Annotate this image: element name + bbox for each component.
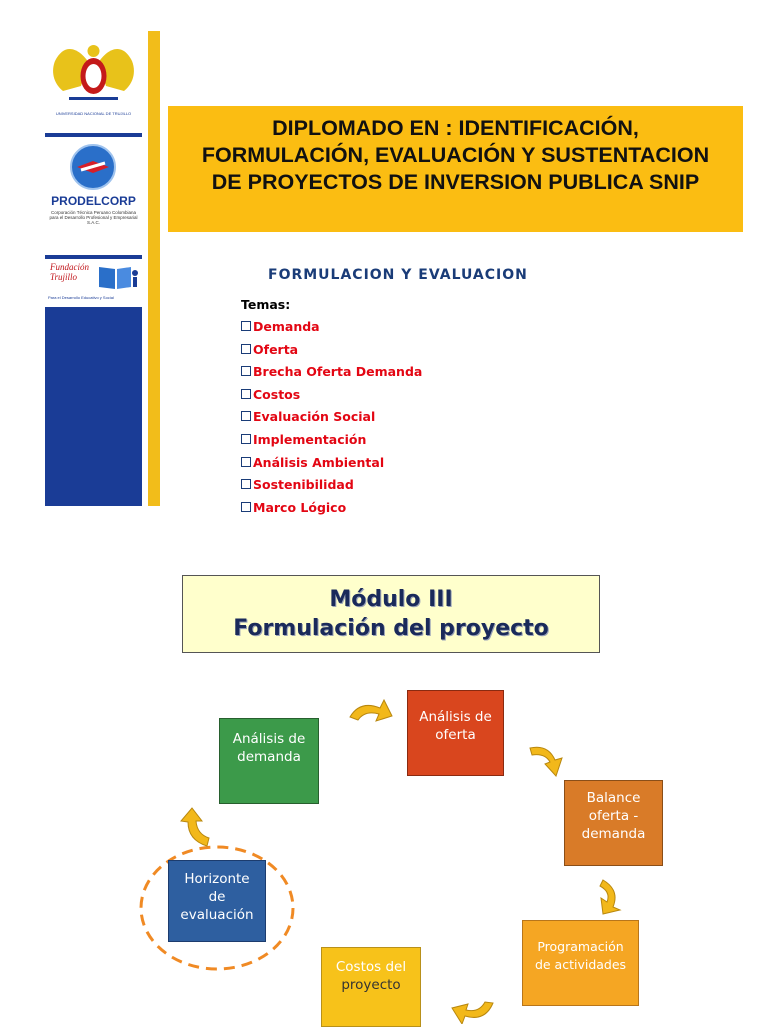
section-subtitle: FORMULACION Y EVALUACION [268,267,528,283]
modulo-number: Módulo III [329,587,453,612]
node-horizonte-evaluacion: Horizonte de evaluación [168,860,266,942]
list-item: Marco Lógico [241,500,422,523]
prodelcorp-globe-icon [70,144,116,190]
modulo-name: Formulación del proyecto [233,616,549,641]
checkbox-bullet-icon [241,321,251,331]
checkbox-bullet-icon [241,433,251,444]
dashed-highlight-circle [139,845,295,971]
list-item: Oferta [241,342,422,365]
list-item: Implementación [241,432,422,455]
checkbox-bullet-icon [241,366,251,377]
accent-strip [148,31,160,506]
curved-arrow-icon [451,1001,494,1024]
cycle-diagram-connectors [139,698,622,1024]
fundacion-description: Para el Desarrollo Educativo y Social [48,295,114,300]
title-line-2: FORMULACIÓN, EVALUACIÓN Y SUSTENTACION [201,143,710,167]
node-analisis-oferta: Análisis de oferta [407,690,504,776]
temas-list: Demanda Oferta Brecha Oferta Demanda Cos… [241,319,422,522]
fundacion-line1: Fundación [50,262,89,272]
node-balance-oferta-demanda: Balance oferta - demanda [564,780,663,866]
unt-caption: UNIVERSIDAD NACIONAL DE TRUJILLO [55,111,132,116]
node-costos-proyecto: Costos del proyecto [321,947,421,1027]
modulo-title-box: Módulo III Formulación del proyecto [182,575,600,653]
curved-arrow-icon [599,879,622,915]
list-item: Costos [241,387,422,410]
fundacion-trujillo-logo: Fundación Trujillo Para el Desarrollo Ed… [45,259,142,307]
checkbox-bullet-icon [241,456,251,467]
node-programacion-actividades: Programación de actividades [522,920,639,1006]
curved-arrow-icon [529,746,563,777]
list-item: Brecha Oferta Demanda [241,364,422,387]
book-people-icon [99,267,138,289]
curved-arrow-icon [349,698,393,722]
unt-crest-icon [53,45,134,100]
checkbox-bullet-icon [241,479,251,490]
prodelcorp-name: PRODELCORP [51,194,136,208]
prodelcorp-logo: PRODELCORP Corporación Técnica Peruano C… [45,137,142,255]
checkbox-bullet-icon [241,501,251,512]
title-line-3: DE PROYECTOS DE INVERSION PUBLICA SNIP [211,170,700,194]
list-item: Demanda [241,319,422,342]
prodelcorp-description: Corporación Técnica Peruano Colombiana p… [49,210,138,225]
list-item: Sostenibilidad [241,477,422,500]
list-item: Análisis Ambiental [241,455,422,478]
temas-label: Temas: [241,297,291,312]
title-line-1: DIPLOMADO EN : IDENTIFICACIÓN, [272,116,639,140]
fundacion-line2: Trujillo [50,272,78,282]
list-item: Evaluación Social [241,409,422,432]
node-analisis-demanda: Análisis de demanda [219,718,319,804]
title-banner: DIPLOMADO EN : IDENTIFICACIÓN, FORMULACI… [168,106,743,232]
checkbox-bullet-icon [241,388,251,399]
checkbox-bullet-icon [241,411,251,422]
curved-arrow-icon [180,807,210,847]
unt-logo: UNIVERSIDAD NACIONAL DE TRUJILLO [45,31,142,133]
page-title: DIPLOMADO EN : IDENTIFICACIÓN, FORMULACI… [168,115,743,196]
sidebar-logos: UNIVERSIDAD NACIONAL DE TRUJILLO PRODELC… [45,31,142,506]
checkbox-bullet-icon [241,343,251,354]
